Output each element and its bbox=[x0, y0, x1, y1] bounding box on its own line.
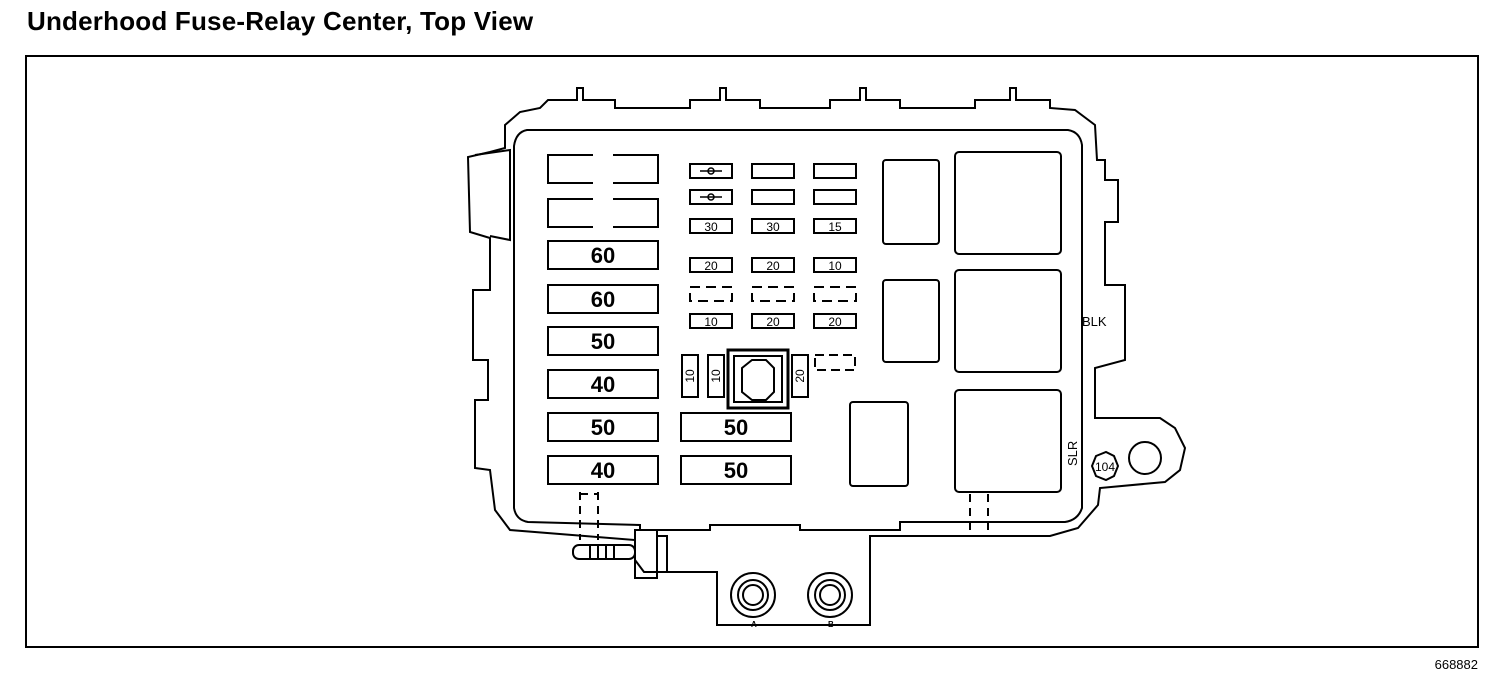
mini-fuse bbox=[751, 257, 795, 273]
maxi-fuse-left bbox=[547, 326, 659, 356]
maxi-fuse-column-center: 50 50 bbox=[680, 412, 792, 485]
vertical-fuse bbox=[707, 354, 725, 398]
maxi-fuse-left-label: 60 bbox=[591, 287, 615, 312]
mini-fuse-label: 30 bbox=[704, 220, 718, 234]
mini-fuse bbox=[813, 218, 857, 234]
maxi-fuse-left-label: 40 bbox=[591, 372, 615, 397]
relay-large-1 bbox=[954, 151, 1062, 255]
mini-fuse-label: 20 bbox=[704, 259, 718, 273]
diode-symbol-dot bbox=[707, 193, 715, 201]
mini-fuse bbox=[751, 218, 795, 234]
relay-large-3 bbox=[954, 389, 1062, 493]
mini-fuse bbox=[751, 189, 795, 205]
vertical-fuse bbox=[681, 354, 699, 398]
stud-a-label: A bbox=[751, 620, 757, 629]
maxi-fuse-center bbox=[680, 412, 792, 442]
slot-gap bbox=[593, 225, 613, 229]
vertical-fuse-row: 10 10 20 bbox=[681, 354, 809, 398]
maxi-fuse-left bbox=[547, 284, 659, 314]
maxi-fuse-center bbox=[680, 455, 792, 485]
maxi-fuse-left bbox=[547, 240, 659, 270]
vertical-fuse-label: 10 bbox=[683, 369, 697, 383]
maxi-fuse-left bbox=[547, 369, 659, 399]
maxi-fuse-left bbox=[547, 412, 659, 442]
mini-fuse bbox=[689, 286, 733, 302]
maxi-fuse-column-left: 60 60 50 40 50 40 bbox=[547, 153, 659, 485]
relay-small-2 bbox=[882, 279, 940, 363]
blk-label: BLK bbox=[1082, 314, 1107, 329]
mini-fuse bbox=[689, 163, 733, 179]
maxi-fuse-left bbox=[547, 198, 659, 228]
maxi-fuse-center-label: 50 bbox=[724, 415, 748, 440]
mini-fuse bbox=[813, 257, 857, 273]
mini-fuse-label: 30 bbox=[766, 220, 780, 234]
maxi-fuse-center-label: 50 bbox=[724, 458, 748, 483]
mini-fuse-label: 20 bbox=[766, 259, 780, 273]
maxi-fuse-left-label: 50 bbox=[591, 329, 615, 354]
page-title: Underhood Fuse-Relay Center, Top View bbox=[27, 6, 534, 36]
figure-id: 668882 bbox=[1434, 657, 1478, 672]
slot-gap bbox=[593, 197, 613, 201]
maxi-fuse-left bbox=[547, 455, 659, 485]
mini-fuse-label: 15 bbox=[828, 220, 842, 234]
maxi-fuse-left-label: 60 bbox=[591, 243, 615, 268]
vertical-fuse bbox=[791, 354, 809, 398]
mini-fuse-label: 10 bbox=[704, 315, 718, 329]
mini-fuse-label: 10 bbox=[828, 259, 842, 273]
mini-fuse bbox=[751, 286, 795, 302]
stud-b-label: B bbox=[828, 620, 834, 629]
vertical-fuse-label: 10 bbox=[709, 369, 723, 383]
housing-inner-wall bbox=[513, 129, 1083, 531]
mini-fuse bbox=[689, 257, 733, 273]
mini-fuse bbox=[689, 189, 733, 205]
battery-bolt bbox=[572, 529, 668, 579]
stud-block bbox=[730, 572, 853, 618]
connector-104-marker bbox=[1090, 450, 1120, 482]
slr-label: SLR bbox=[1065, 441, 1080, 466]
relay-small-1 bbox=[882, 159, 940, 245]
mini-fuse bbox=[813, 286, 857, 302]
relays bbox=[849, 151, 1062, 493]
slot-gap bbox=[593, 153, 613, 157]
dashed-fuse-slot bbox=[814, 354, 856, 371]
connector-104-label: 104 bbox=[1095, 460, 1115, 474]
mini-fuse bbox=[689, 218, 733, 234]
mini-fuse bbox=[689, 313, 733, 329]
maxi-fuse-left bbox=[547, 154, 659, 184]
center-relay bbox=[726, 348, 790, 410]
mini-fuse bbox=[813, 189, 857, 205]
mini-fuse bbox=[813, 313, 857, 329]
bottom-dashed-marks bbox=[579, 492, 989, 540]
mini-fuse-grid: 30 30 15 20 20 10 10 20 20 bbox=[689, 163, 857, 329]
mini-fuse-label: 20 bbox=[766, 315, 780, 329]
mini-fuse-label: 20 bbox=[828, 315, 842, 329]
maxi-fuse-left-label: 50 bbox=[591, 415, 615, 440]
relay-large-2 bbox=[954, 269, 1062, 373]
diode-symbol-dot bbox=[707, 167, 715, 175]
vertical-fuse-label: 20 bbox=[793, 369, 807, 383]
maxi-fuse-left-label: 40 bbox=[591, 458, 615, 483]
mini-fuse bbox=[751, 163, 795, 179]
slot-gap bbox=[593, 181, 613, 185]
mini-fuse bbox=[813, 163, 857, 179]
mounting-hole bbox=[1128, 441, 1162, 475]
housing-outline bbox=[466, 87, 1187, 626]
mini-fuse bbox=[751, 313, 795, 329]
figure-frame bbox=[25, 55, 1479, 648]
housing-left-wedge bbox=[474, 148, 511, 242]
relay-small-3 bbox=[849, 401, 909, 487]
